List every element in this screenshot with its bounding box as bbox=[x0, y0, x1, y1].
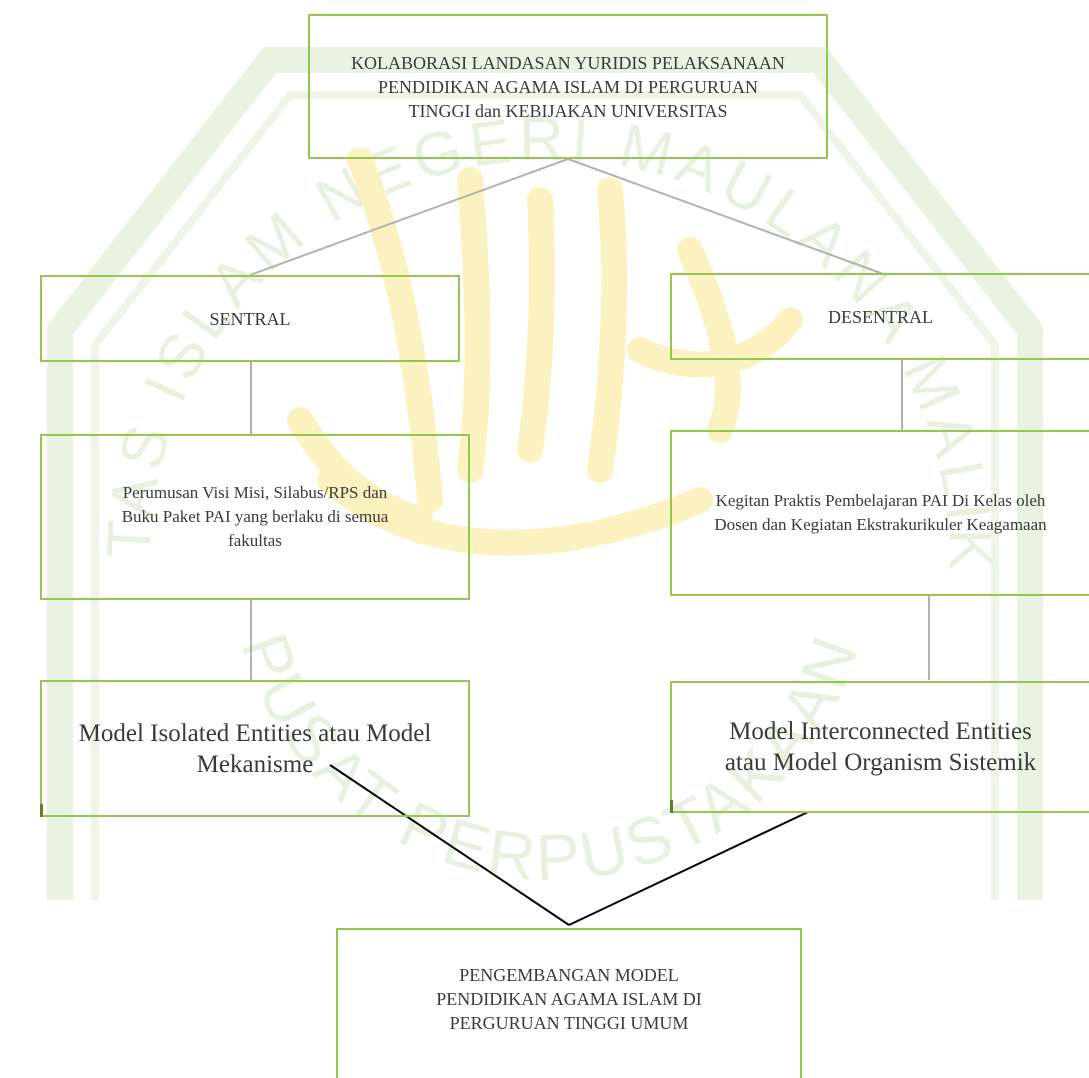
connector-top-to-sentral bbox=[249, 158, 569, 276]
sentral-box: SENTRAL bbox=[40, 275, 460, 362]
bottom-box-pengembangan: PENGEMBANGAN MODEL PENDIDIKAN AGAMA ISLA… bbox=[336, 928, 802, 1078]
desentral-box: DESENTRAL bbox=[670, 273, 1089, 360]
seal-inner-ring bbox=[91, 91, 999, 900]
desentral-detail-text: Kegitan Praktis Pembelajaran PAI Di Kela… bbox=[714, 491, 1047, 534]
seal-outer-ring bbox=[47, 47, 1043, 900]
model-interconnected-box: Model Interconnected Entities atau Model… bbox=[670, 681, 1089, 813]
model-interconnected-corner-mark bbox=[670, 800, 673, 813]
model-isolated-text: Model Isolated Entities atau Model Mekan… bbox=[78, 719, 432, 778]
connector-model-left-to-bottom bbox=[329, 764, 570, 926]
connector-top-to-desentral bbox=[567, 158, 887, 276]
top-box-kolaborasi: KOLABORASI LANDASAN YURIDIS PELAKSANAAN … bbox=[308, 14, 828, 159]
model-interconnected-text: Model Interconnected Entities atau Model… bbox=[724, 718, 1037, 776]
desentral-detail-box: Kegitan Praktis Pembelajaran PAI Di Kela… bbox=[670, 430, 1089, 596]
sentral-detail-box: Perumusan Visi Misi, Silabus/RPS dan Buk… bbox=[40, 434, 470, 600]
connector-model-right-to-bottom bbox=[568, 811, 809, 926]
sentral-detail-text: Perumusan Visi Misi, Silabus/RPS dan Buk… bbox=[121, 483, 389, 550]
bottom-box-text: PENGEMBANGAN MODEL PENDIDIKAN AGAMA ISLA… bbox=[436, 965, 702, 1033]
sentral-label: SENTRAL bbox=[209, 308, 291, 329]
model-isolated-corner-mark bbox=[40, 804, 43, 817]
desentral-label: DESENTRAL bbox=[828, 306, 933, 327]
seal-calligraphy bbox=[287, 147, 803, 556]
model-isolated-box: Model Isolated Entities atau Model Mekan… bbox=[40, 680, 470, 817]
top-box-text: KOLABORASI LANDASAN YURIDIS PELAKSANAAN … bbox=[351, 52, 785, 121]
